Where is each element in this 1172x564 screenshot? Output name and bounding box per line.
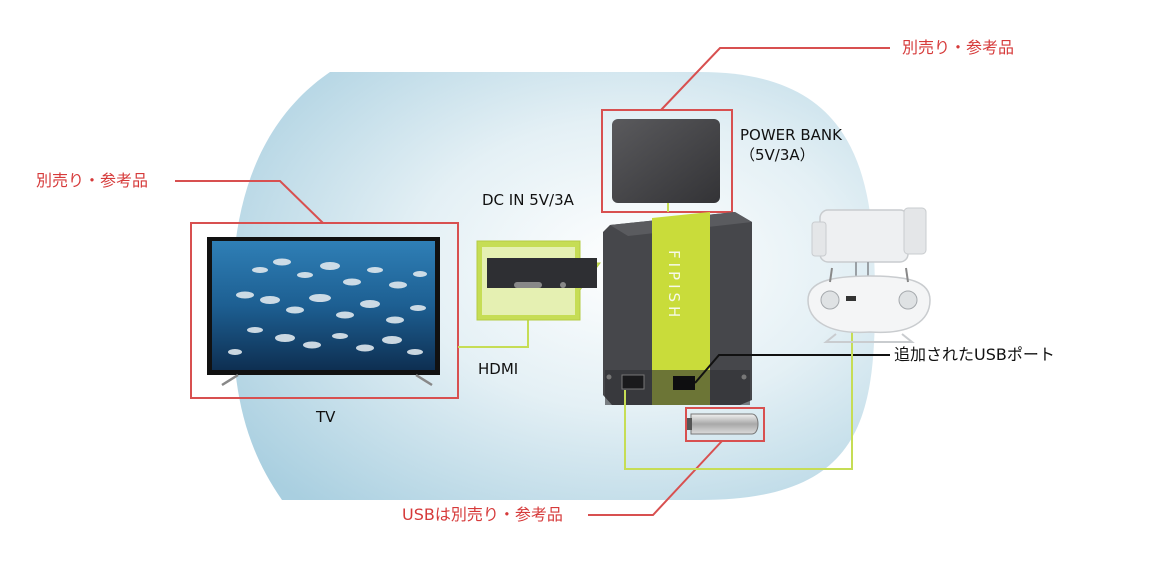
tv-label: TV [316, 408, 336, 426]
dc-port-icon [560, 282, 566, 288]
power-bank-callout-line [660, 47, 890, 111]
device-usb-port [673, 376, 695, 390]
drone-remote-controller [807, 207, 931, 343]
usb-callout-box [685, 407, 765, 442]
dc-in-label: DC IN 5V/3A [482, 191, 574, 209]
power-bank-spec-label: （5V/3A） [740, 146, 815, 164]
hdmi-label: HDMI [478, 360, 519, 378]
tv-stand [221, 373, 433, 387]
device-stripe [652, 212, 710, 405]
usb-note: USBは別売り・参考品 [402, 505, 563, 524]
added-usb-port-callout-line [694, 354, 890, 384]
tv-callout-line [175, 180, 324, 224]
hdmi-port-icon [514, 282, 542, 288]
usb-callout-line [588, 440, 723, 516]
power-bank [612, 119, 720, 203]
added-usb-port-label: 追加されたUSBポート [894, 345, 1055, 364]
usb-stick [686, 413, 759, 435]
usb-to-controller-cable [624, 298, 853, 470]
tv-note: 別売り・参考品 [36, 171, 149, 190]
device-ethernet-port [621, 374, 645, 390]
tv [207, 237, 440, 387]
fish-school [228, 258, 427, 355]
device-brand-logo: FIPISH [665, 250, 683, 322]
power-bank-note: 別売り・参考品 [902, 38, 1015, 57]
transmitter-device [603, 212, 752, 405]
power-bank-label: POWER BANK [740, 126, 842, 144]
tv-callout-box [190, 222, 459, 399]
dc-in-port-zoom [476, 240, 601, 321]
